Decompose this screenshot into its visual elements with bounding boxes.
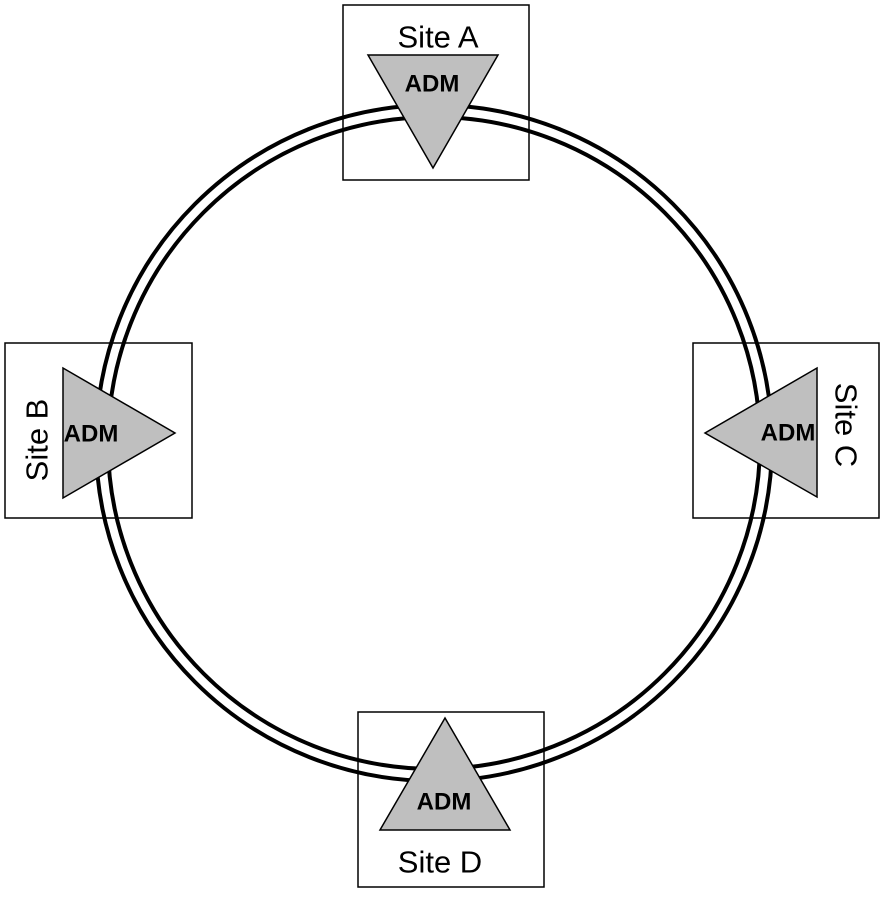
site-d-label: Site D xyxy=(398,845,482,880)
site-c-adm-triangle xyxy=(703,366,818,499)
site-d-adm-triangle xyxy=(378,716,512,831)
site-d-box xyxy=(357,711,545,888)
site-b-adm-label: ADM xyxy=(64,421,119,448)
ring-outer xyxy=(94,103,774,783)
site-a-box xyxy=(342,4,530,181)
ring-inner xyxy=(106,115,762,771)
site-c-box xyxy=(692,342,880,519)
site-d: ADM Site D xyxy=(357,711,545,888)
ring xyxy=(94,103,774,783)
site-c-adm-label: ADM xyxy=(761,420,816,447)
site-a-adm-triangle xyxy=(366,54,500,170)
site-a-adm-label: ADM xyxy=(405,71,460,98)
site-b: Site B ADM xyxy=(4,342,193,519)
site-b-label: Site B xyxy=(20,399,55,482)
site-c: Site C ADM xyxy=(692,342,880,519)
site-b-box xyxy=(4,342,193,519)
site-a-label: Site A xyxy=(398,20,479,55)
site-c-label: Site C xyxy=(829,383,864,467)
site-b-adm-triangle xyxy=(62,366,177,500)
site-a: Site A ADM xyxy=(342,4,530,181)
site-d-adm-label: ADM xyxy=(417,789,472,816)
